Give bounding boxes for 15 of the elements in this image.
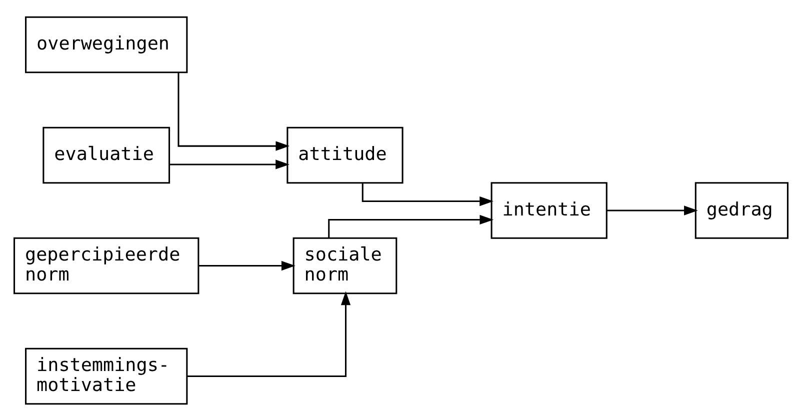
arrow bbox=[328, 214, 494, 238]
node-box: sociale norm bbox=[292, 236, 398, 294]
arrow bbox=[178, 72, 290, 150]
node-box: overwegingen bbox=[25, 16, 188, 73]
node-box: attitude bbox=[286, 126, 404, 184]
arrow bbox=[170, 159, 290, 169]
node-box: gedrag bbox=[694, 182, 788, 238]
arrow bbox=[362, 182, 494, 206]
node-box: intentie bbox=[490, 182, 608, 238]
arrow bbox=[187, 290, 351, 376]
node-box: evaluatie bbox=[42, 126, 170, 184]
arrow bbox=[606, 205, 698, 215]
node-box: instemmings- motivatie bbox=[25, 347, 188, 404]
node-box: gepercipieerde norm bbox=[14, 236, 200, 294]
arrow bbox=[198, 260, 296, 270]
